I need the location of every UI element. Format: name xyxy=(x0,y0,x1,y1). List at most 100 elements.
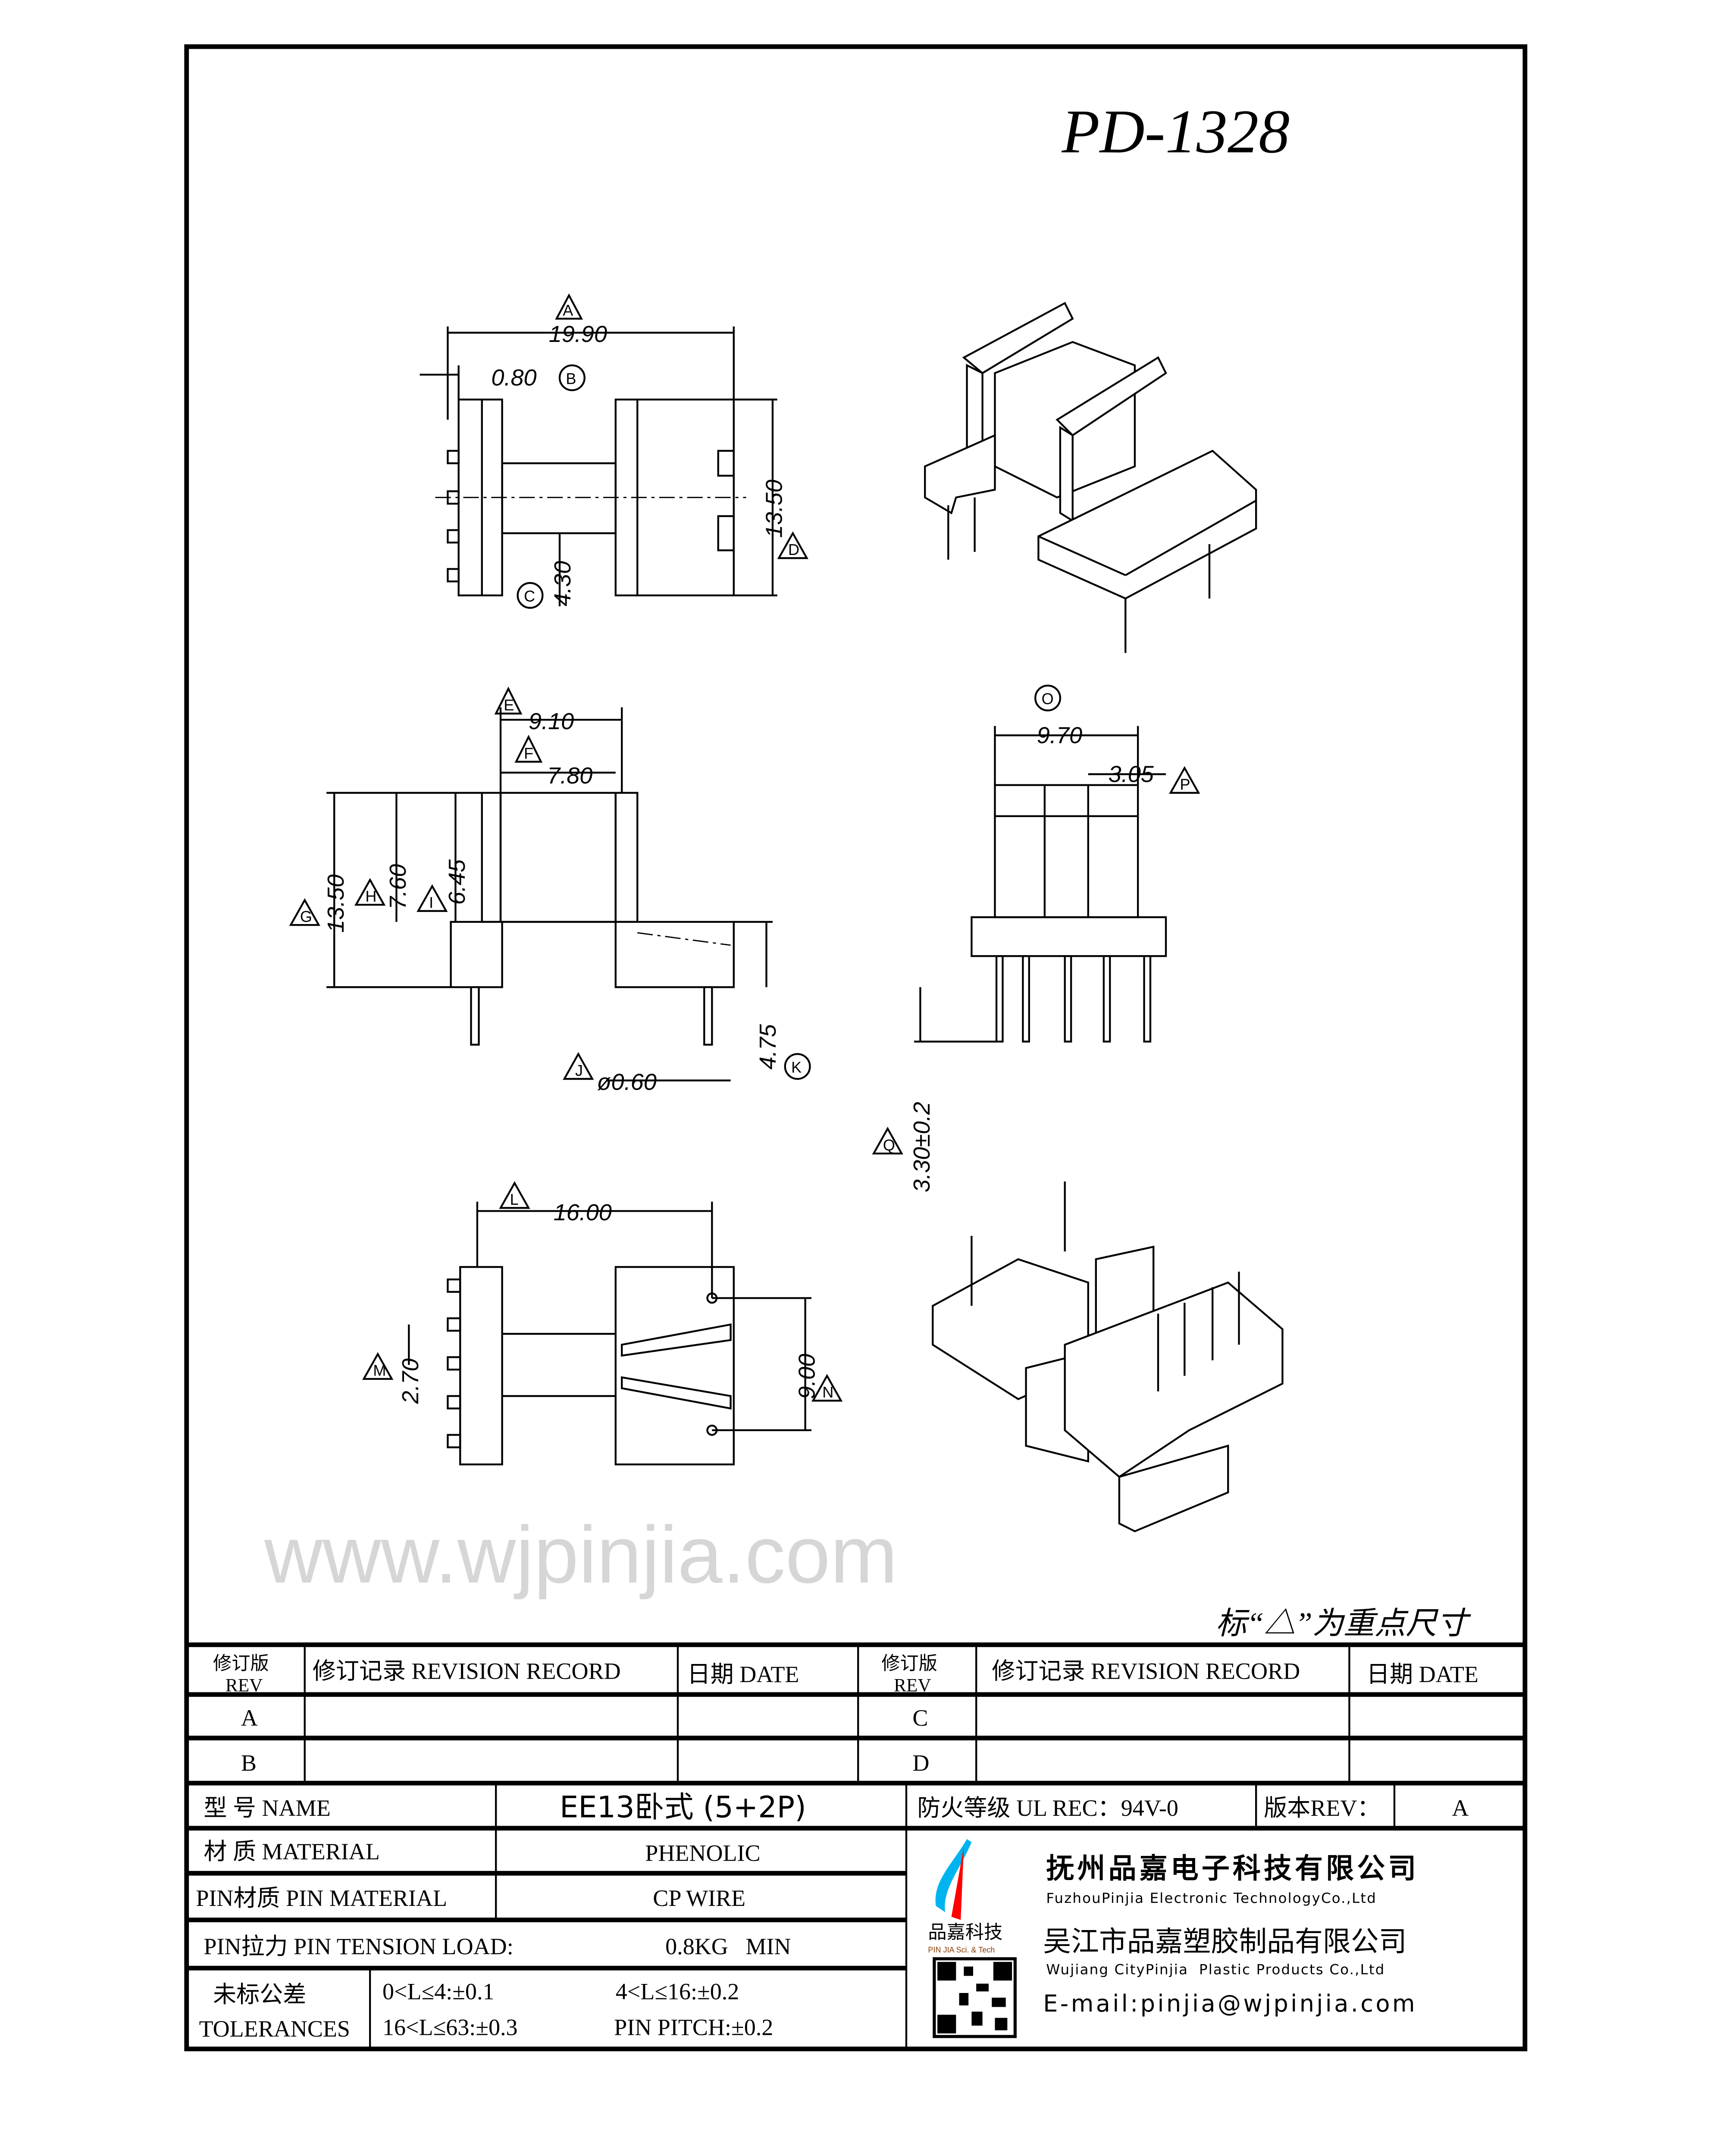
svg-text:0.80: 0.80 xyxy=(491,365,536,391)
company-email[interactable]: E-mail:pinjia@wjpinjia.com xyxy=(1043,1990,1417,2017)
svg-text:C: C xyxy=(524,587,535,605)
svg-text:16.00: 16.00 xyxy=(554,1200,612,1225)
svg-text:M: M xyxy=(373,1362,386,1379)
svg-text:品嘉科技: 品嘉科技 xyxy=(928,1922,1002,1943)
part-number: PD-1328 xyxy=(1062,97,1290,166)
svg-text:3.30±0.2: 3.30±0.2 xyxy=(909,1102,935,1192)
dim-q: Q 3.30±0.2 xyxy=(872,1102,935,1192)
svg-text:A: A xyxy=(563,301,573,319)
rev-b: B xyxy=(241,1750,257,1776)
title-block: 修订版 REV 修订记录 REVISION RECORD 日期 DATE 修订版… xyxy=(186,1642,1525,2049)
svg-text:6.45: 6.45 xyxy=(444,859,470,905)
svg-text:P: P xyxy=(1180,775,1190,793)
date-header-2: 日期 DATE xyxy=(1366,1661,1478,1687)
dim-m: M 2.70 xyxy=(362,1352,423,1404)
svg-text:D: D xyxy=(788,541,799,558)
svg-text:2.70: 2.70 xyxy=(398,1358,423,1404)
key-dimension-note: 标“△”为重点尺寸 xyxy=(1215,1606,1471,1641)
rev-header-en: REV xyxy=(225,1675,263,1696)
tolerance-1: 0<L≤4:±0.1 xyxy=(382,1978,495,2004)
svg-text:H: H xyxy=(365,887,376,905)
fire-rating: 防火等级 UL REC：94V-0 xyxy=(917,1795,1178,1821)
company-logo: 品嘉科技 PIN JIA Sci. & Tech xyxy=(928,1839,1002,1954)
rev-header-cn-2: 修订版 xyxy=(881,1653,937,1674)
svg-text:I: I xyxy=(429,893,433,911)
pin-material-value: CP WIRE xyxy=(653,1885,745,1911)
sheet-frame xyxy=(184,44,1528,2052)
pin-tension-label: PIN拉力 PIN TENSION LOAD: xyxy=(204,1934,513,1959)
record-header-2: 修订记录 REVISION RECORD xyxy=(992,1658,1300,1684)
svg-text:Q: Q xyxy=(883,1136,895,1154)
rev-d: D xyxy=(912,1750,929,1776)
rev-a: A xyxy=(241,1705,258,1731)
svg-text:4.75: 4.75 xyxy=(755,1024,781,1069)
drawing-sheet: www.wjpinjia.com PD-1328 xyxy=(184,44,1528,2052)
top-view xyxy=(420,326,777,607)
tolerance-label-cn: 未标公差 xyxy=(213,1982,306,2008)
tolerance-3: 16<L≤63:±0.3 xyxy=(382,2014,518,2040)
svg-text:E: E xyxy=(504,696,514,714)
isometric-view-top xyxy=(924,302,1257,653)
company-name-2-en: Wujiang CityPinjia Plastic Products Co.,… xyxy=(1046,1962,1385,1978)
front-view xyxy=(914,726,1167,1043)
dim-i: I 6.45 xyxy=(417,859,470,912)
dim-g: G 13.50 xyxy=(289,874,349,933)
svg-text:19.90: 19.90 xyxy=(549,321,607,347)
isometric-view-bottom xyxy=(932,1181,1284,1532)
qr-code-icon xyxy=(933,1957,1017,2038)
svg-text:9.00: 9.00 xyxy=(794,1354,820,1399)
rev-header-en-2: REV xyxy=(894,1675,931,1696)
tolerance-4: PIN PITCH:±0.2 xyxy=(614,2014,773,2040)
svg-text:7.80: 7.80 xyxy=(547,763,592,789)
svg-text:13.50: 13.50 xyxy=(761,479,787,538)
version-value: A xyxy=(1452,1795,1469,1821)
dim-a: A 19.90 xyxy=(549,293,607,347)
dim-o: O 9.70 xyxy=(1034,684,1082,748)
svg-text:7.60: 7.60 xyxy=(385,864,411,909)
svg-text:B: B xyxy=(566,370,576,388)
tolerance-label-en: TOLERANCES xyxy=(199,2016,350,2042)
svg-text:O: O xyxy=(1042,690,1054,708)
record-header: 修订记录 REVISION RECORD xyxy=(313,1658,621,1684)
svg-text:N: N xyxy=(822,1383,833,1401)
dim-f: F 7.80 xyxy=(514,735,592,789)
pin-tension-value: 0.8KG MIN xyxy=(665,1934,791,1959)
rev-header-cn: 修订版 xyxy=(213,1653,269,1674)
watermark: www.wjpinjia.com xyxy=(264,1509,898,1600)
svg-text:G: G xyxy=(300,908,312,925)
svg-text:9.10: 9.10 xyxy=(529,708,574,734)
bottom-view xyxy=(408,1201,812,1466)
dim-l: L 16.00 xyxy=(499,1181,612,1225)
dim-d: 13.50D xyxy=(761,479,808,559)
svg-text:3.05: 3.05 xyxy=(1109,761,1154,787)
material-value: PHENOLIC xyxy=(645,1840,760,1866)
svg-text:ø0.60: ø0.60 xyxy=(597,1069,657,1095)
svg-text:L: L xyxy=(510,1191,519,1208)
svg-text:13.50: 13.50 xyxy=(323,874,349,933)
name-label: 型 号 NAME xyxy=(204,1795,330,1821)
version-label: 版本REV： xyxy=(1264,1795,1380,1821)
rev-c: C xyxy=(912,1705,928,1731)
date-header: 日期 DATE xyxy=(687,1661,799,1687)
svg-text:J: J xyxy=(575,1062,583,1079)
svg-text:K: K xyxy=(791,1059,802,1076)
svg-text:9.70: 9.70 xyxy=(1037,722,1082,748)
company-name-1-en: FuzhouPinjia Electronic TechnologyCo.,Lt… xyxy=(1046,1890,1377,1906)
pin-material-label: PIN材质 PIN MATERIAL xyxy=(196,1885,447,1911)
side-view xyxy=(326,707,773,1081)
name-value: EE13卧式 (5+2P) xyxy=(560,1790,806,1825)
dim-e: E 9.10 xyxy=(494,686,574,734)
dim-b: 0.80 B xyxy=(491,364,586,392)
svg-text:PIN JIA Sci. & Tech: PIN JIA Sci. & Tech xyxy=(928,1946,995,1954)
svg-text:F: F xyxy=(524,744,533,762)
dim-h: H 7.60 xyxy=(354,864,411,909)
company-name-2-cn: 吴江市品嘉塑胶制品有限公司 xyxy=(1043,1926,1406,1958)
tolerance-2: 4<L≤16:±0.2 xyxy=(616,1978,739,2004)
company-name-1-cn: 抚州品嘉电子科技有限公司 xyxy=(1046,1852,1419,1885)
